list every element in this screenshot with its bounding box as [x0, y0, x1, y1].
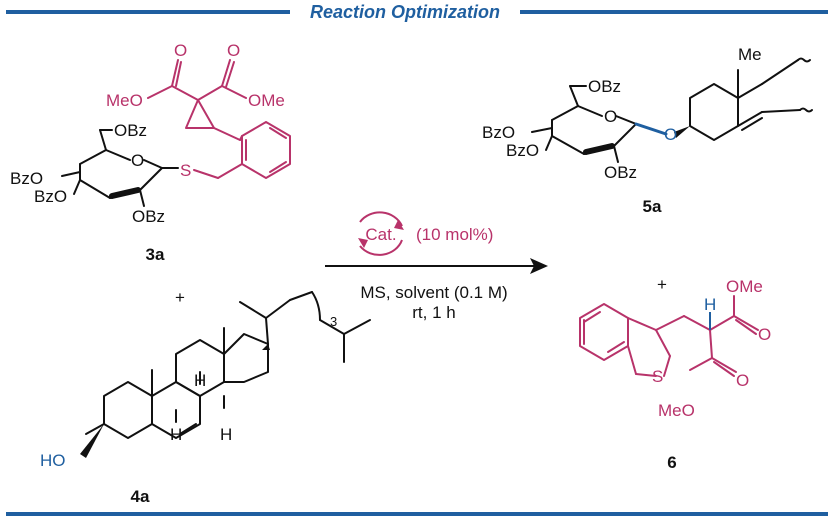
text-sub3: 3 — [330, 314, 337, 329]
text-obz-bottom: OBz — [132, 207, 165, 226]
glucose-bold-edge-5a — [583, 143, 615, 155]
reactant-4a-text: HO H H H 3 — [40, 314, 337, 470]
text-catalyst: Cat. — [365, 225, 396, 244]
text-meo-6: MeO — [658, 401, 695, 420]
glycosidic-bond — [634, 122, 668, 136]
glucose-ring-3a — [61, 129, 179, 207]
text-ome: OMe — [248, 91, 285, 110]
text-h2: H — [194, 371, 206, 390]
text-s-6: S — [652, 367, 663, 386]
product-6 — [579, 295, 759, 377]
product-5a — [531, 57, 813, 163]
product-6-text: H OMe O S MeO O — [652, 277, 771, 420]
label-6: 6 — [667, 453, 676, 472]
product-5a-text: Me OBz O O BzO BzO OBz — [482, 45, 762, 182]
text-ring-o: O — [131, 151, 144, 170]
text-bzo-2: BzO — [34, 187, 67, 206]
label-4a: 4a — [131, 487, 150, 506]
text-meo: MeO — [106, 91, 143, 110]
label-3a: 3a — [146, 245, 165, 264]
text-obz-bottom-5a: OBz — [604, 163, 637, 182]
glucose-bold-edge-3a — [109, 187, 141, 199]
text-h1: H — [170, 425, 182, 444]
text-s: S — [180, 161, 191, 180]
steroid-wedges — [80, 344, 270, 458]
text-me: Me — [738, 45, 762, 64]
text-conditions-line1: MS, solvent (0.1 M) — [360, 283, 507, 302]
text-o2-6: O — [736, 371, 749, 390]
steroid-fragment-5a — [689, 57, 813, 141]
text-ho: HO — [40, 451, 66, 470]
cyclopropane-diester — [147, 59, 247, 141]
text-loading: (10 mol%) — [416, 225, 493, 244]
text-h-6: H — [704, 295, 716, 314]
plus-sign-1: + — [175, 288, 185, 307]
text-bzo-1: BzO — [10, 169, 43, 188]
reactant-4a — [85, 291, 371, 439]
glucose-ring-5a — [531, 85, 637, 163]
reaction-arrow — [325, 258, 548, 274]
text-obz-top-5a: OBz — [588, 77, 621, 96]
text-o1-6: O — [758, 325, 771, 344]
header-title: Reaction Optimization — [310, 2, 500, 22]
reactant-3a — [61, 59, 291, 207]
text-bzo-1-5a: BzO — [482, 123, 515, 142]
label-5a: 5a — [643, 197, 662, 216]
text-o-ester1: O — [174, 41, 187, 60]
benzene-ring-3a — [193, 121, 291, 179]
reactant-3a-text: O O MeO OMe S OBz O BzO BzO OBz — [10, 41, 285, 226]
text-h3: H — [220, 425, 232, 444]
text-conditions-line2: rt, 1 h — [412, 303, 455, 322]
wedge-5a — [674, 126, 690, 138]
text-ring-o-5a: O — [604, 107, 617, 126]
catalyst-badge: Cat. — [358, 211, 404, 256]
text-o-ester2: O — [227, 41, 240, 60]
header: Reaction Optimization — [6, 2, 828, 22]
text-bzo-2-5a: BzO — [506, 141, 539, 160]
text-ome-6: OMe — [726, 277, 763, 296]
text-obz-top: OBz — [114, 121, 147, 140]
plus-sign-2: + — [657, 275, 667, 294]
text-link-o-5a: O — [664, 125, 677, 144]
